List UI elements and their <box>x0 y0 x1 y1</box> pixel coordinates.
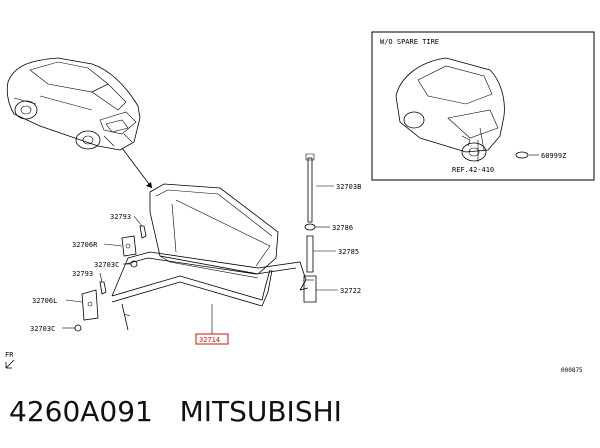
trunk-cover-part <box>149 183 279 279</box>
label-32703c-top: 32703C <box>94 261 119 269</box>
inset-plug-part <box>515 151 539 159</box>
clip-part-bottom <box>99 281 107 295</box>
part-caption: 4260A091 MITSUBISHI <box>9 392 589 432</box>
label-32722: 32722 <box>340 287 361 295</box>
label-32714: 32714 <box>199 336 220 344</box>
label-32786: 32786 <box>332 224 353 232</box>
inset-vehicle-illustration <box>395 57 505 162</box>
bracket-part <box>303 275 317 303</box>
caption-part-number: 4260A091 <box>9 395 153 428</box>
label-32706r: 32706R <box>72 241 98 249</box>
front-marker-label: FR <box>5 351 14 359</box>
label-32793-bottom: 32793 <box>72 270 93 278</box>
label-32703c-bottom: 32703C <box>30 325 55 333</box>
inset-reference: REF.42-410 <box>452 166 494 174</box>
label-32706l: 32706L <box>32 297 57 305</box>
nut-part-bottom <box>74 324 82 332</box>
bolt-part <box>306 235 314 273</box>
leader-lines <box>62 185 338 336</box>
clip-part-top <box>139 225 147 239</box>
highlighted-part-label: 32714 <box>195 333 229 345</box>
exploded-parts-diagram: W/O SPARE TIRE 60999Z REF.42-410 <box>5 31 595 374</box>
label-32793-top: 32793 <box>110 213 131 221</box>
label-32703b: 32703B <box>336 183 361 191</box>
diagram-number: 000875 <box>561 367 583 374</box>
caption-brand: MITSUBISHI <box>179 395 342 428</box>
inset-note: W/O SPARE TIRE <box>380 38 439 46</box>
callout-arrow <box>121 147 153 189</box>
support-rod-part <box>305 153 315 223</box>
front-direction-marker: FR <box>5 351 15 369</box>
inset-panel: W/O SPARE TIRE 60999Z REF.42-410 <box>371 31 595 181</box>
bracket-left-part <box>81 289 99 321</box>
frame-assembly <box>111 251 309 331</box>
bracket-right-part <box>121 235 137 257</box>
washer-part <box>304 223 316 231</box>
label-32785: 32785 <box>338 248 359 256</box>
vehicle-illustration <box>6 57 141 151</box>
label-60999z: 60999Z <box>541 152 566 160</box>
